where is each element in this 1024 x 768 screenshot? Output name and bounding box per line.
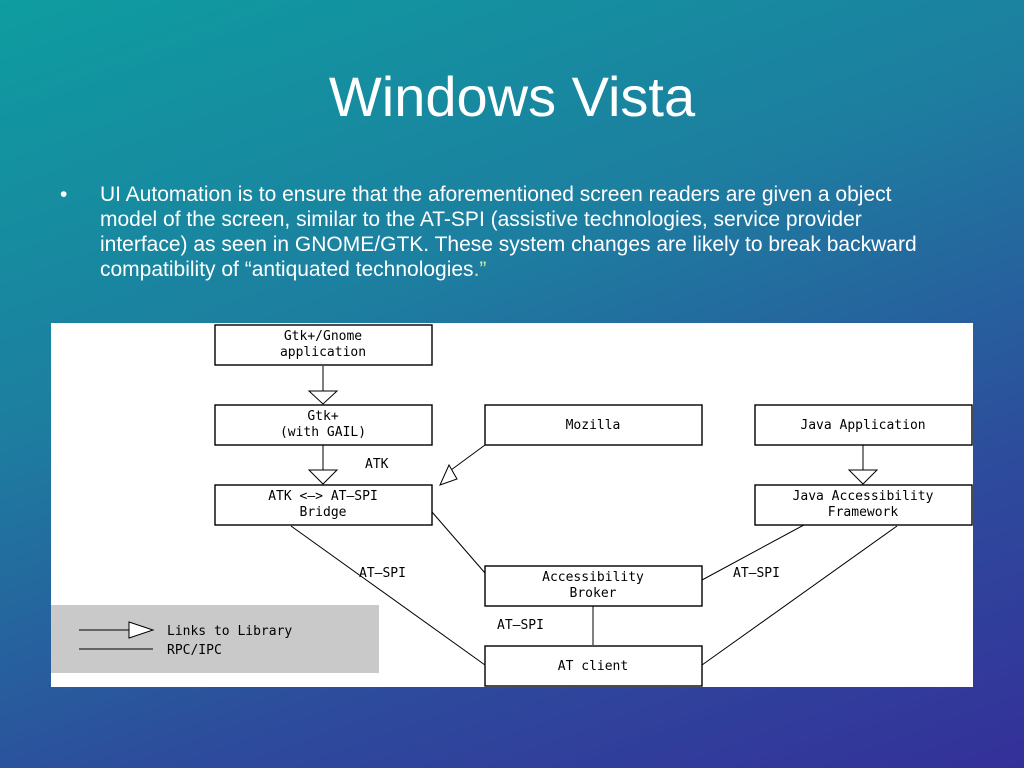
bullet-ending: .” [473,258,487,281]
box-java-framework-line1: Java Accessibility [793,489,934,504]
legend-panel [51,605,379,673]
box-accessibility-broker-line2: Broker [570,586,617,601]
box-java-framework: Java Accessibility Framework [754,484,973,526]
box-atk-bridge-line2: Bridge [300,505,347,520]
box-mozilla-line1: Mozilla [566,418,621,433]
edge-label-atk: ATK [365,457,389,472]
edge-mozilla-to-bridge-arrowhead [439,463,458,486]
legend-link-arrowhead [128,621,155,639]
slide-title: Windows Vista [328,65,696,128]
edge-java-to-framework-arrowhead [847,469,879,485]
box-gnome-application: Gtk+/Gnome application [214,324,433,366]
box-java-application: Java Application [754,404,973,446]
box-java-application-line1: Java Application [800,418,925,433]
box-atk-bridge-line1: ATK <—> AT—SPI [268,489,378,504]
box-java-framework-line2: Framework [828,505,899,520]
edge-bridge-to-broker [431,511,486,574]
box-accessibility-broker-line1: Accessibility [542,570,644,585]
box-gtk-gail-line1: Gtk+ [307,409,338,424]
box-at-client-line1: AT client [558,659,628,674]
edge-label-atspi-right: AT—SPI [733,566,780,581]
legend-rpc-label: RPC/IPC [167,643,222,658]
box-atk-bridge: ATK <—> AT—SPI Bridge [214,484,433,526]
edge-label-atspi-left: AT—SPI [359,566,406,581]
box-at-client: AT client [484,645,703,687]
architecture-diagram: Links to Library RPC/IPC Gtk+/Gnome appl… [51,323,973,687]
edge-bridge-to-client [290,525,486,666]
edge-mozilla-to-bridge-line [446,444,486,474]
box-gtk-gail-line2: (with GAIL) [280,425,366,440]
box-mozilla: Mozilla [484,404,703,446]
bullet-body: UI Automation is to ensure that the afor… [100,183,917,281]
box-gnome-application-line1: Gtk+/Gnome [284,329,362,344]
edge-gnome-to-gtk-arrowhead [307,390,339,405]
edge-framework-to-client [701,525,898,666]
bullet-text: UI Automation is to ensure that the afor… [100,182,950,282]
box-gtk-gail: Gtk+ (with GAIL) [214,404,433,446]
edge-gtk-to-bridge-arrowhead [307,469,339,485]
bullet-marker: • [60,183,68,206]
legend-links-label: Links to Library [167,624,292,639]
diagram-canvas: Links to Library RPC/IPC Gtk+/Gnome appl… [51,324,973,687]
box-gnome-application-line2: application [280,345,366,360]
box-accessibility-broker: Accessibility Broker [484,565,703,607]
edge-label-atspi-center: AT—SPI [497,618,544,633]
